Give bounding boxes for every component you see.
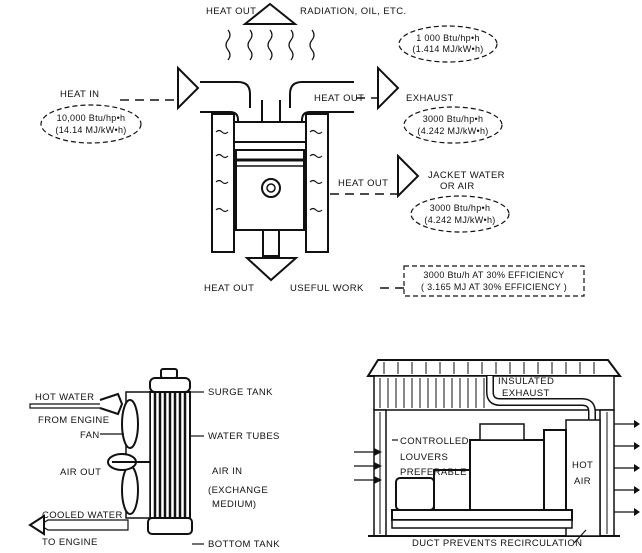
louvers-label: LOUVERS bbox=[400, 452, 448, 463]
heat-in-value-1: 10,000 Btu/hp•h bbox=[57, 113, 126, 123]
radiation-value-ellipse bbox=[398, 25, 498, 63]
jacket-arrow bbox=[397, 153, 420, 199]
work-heat-out-label: HEAT OUT bbox=[204, 283, 254, 294]
jacket-label-2: OR AIR bbox=[440, 181, 475, 192]
heat-in-label: HEAT IN bbox=[60, 89, 99, 100]
generator-set bbox=[391, 423, 573, 529]
useful-work-label: USEFUL WORK bbox=[290, 283, 364, 294]
engine-cylinder bbox=[200, 81, 354, 257]
radiator-diagram: HOT WATER FROM ENGINE FAN AIR OUT COOLED… bbox=[28, 368, 280, 550]
controlled-label: CONTROLLED bbox=[400, 436, 469, 447]
bottom-tank-label: BOTTOM TANK bbox=[208, 539, 280, 548]
radiation-waves bbox=[225, 29, 315, 61]
surge-tank-label: SURGE TANK bbox=[208, 387, 273, 398]
fan-blades bbox=[107, 399, 150, 515]
heat-in-arrow bbox=[177, 65, 200, 111]
exhaust-value-2: (4.242 MJ/kW•h) bbox=[417, 126, 488, 136]
from-engine-label: FROM ENGINE bbox=[38, 415, 109, 426]
radiation-label: RADIATION, OIL, ETC. bbox=[300, 6, 407, 17]
heat-in-value-2: (14.14 MJ/kW•h) bbox=[55, 125, 126, 135]
surge-tank bbox=[149, 377, 191, 393]
jacket-value-ellipse bbox=[410, 195, 510, 233]
jacket-label-1: JACKET WATER bbox=[428, 170, 505, 181]
louver-arrows bbox=[354, 448, 382, 484]
useful-work-arrow bbox=[244, 257, 299, 282]
top-heat-out-label: HEAT OUT bbox=[206, 6, 256, 17]
duct-note-label: DUCT PREVENTS RECIRCULATION bbox=[412, 538, 582, 548]
insulated-label: INSULATED bbox=[498, 376, 554, 387]
hot-air-arrows bbox=[614, 420, 640, 516]
exhaust-pipe-label: EXHAUST bbox=[502, 388, 550, 399]
air-label: AIR bbox=[574, 476, 591, 487]
cooled-water-arrow bbox=[38, 519, 129, 531]
radiator-cap bbox=[160, 368, 178, 379]
heat-in-value-ellipse bbox=[40, 104, 142, 144]
exchange-label-2: MEDIUM) bbox=[212, 499, 257, 510]
efficiency-box bbox=[403, 265, 585, 297]
hot-label: HOT bbox=[572, 460, 593, 471]
to-engine-label: TO ENGINE bbox=[42, 537, 98, 548]
hot-water-label: HOT WATER bbox=[35, 392, 94, 403]
radiation-value-2: (1.414 MJ/kW•h) bbox=[412, 44, 483, 54]
preferable-label: PREFERABLE bbox=[400, 467, 467, 478]
air-in-label: AIR IN bbox=[212, 466, 242, 477]
radiation-value-1: 1 000 Btu/hp•h bbox=[416, 33, 479, 43]
water-tubes-label: WATER TUBES bbox=[208, 431, 280, 442]
exhaust-arrow bbox=[377, 65, 400, 111]
fan-label: FAN bbox=[80, 430, 100, 441]
engine-heat-balance-diagram: HEAT OUT RADIATION, OIL, ETC. 1 000 Btu/… bbox=[40, 2, 585, 297]
jacket-heat-out-label: HEAT OUT bbox=[338, 178, 388, 189]
exhaust-heat-out-label: HEAT OUT bbox=[314, 93, 364, 104]
jacket-value-1: 3000 Btu/hp•h bbox=[430, 203, 491, 213]
radiation-arrow bbox=[242, 2, 298, 25]
engine-enclosure-diagram: INSULATED EXHAUST CONTROLLED LOUVERS PRE… bbox=[354, 359, 640, 549]
cooled-water-label: COOLED WATER bbox=[42, 510, 123, 521]
exhaust-label: EXHAUST bbox=[406, 93, 454, 104]
jacket-value-2: (4.242 MJ/kW•h) bbox=[424, 215, 495, 225]
bottom-tank bbox=[147, 517, 193, 535]
enclosure-roof bbox=[366, 359, 622, 377]
efficiency-line-2: ( 3.165 MJ AT 30% EFFICIENCY ) bbox=[421, 282, 567, 292]
exhaust-value-ellipse bbox=[403, 106, 503, 144]
exhaust-value-1: 3000 Btu/hp•h bbox=[423, 114, 484, 124]
exchange-label-1: (EXCHANGE bbox=[208, 485, 268, 496]
efficiency-line-1: 3000 Btu/h AT 30% EFFICIENCY bbox=[423, 270, 564, 280]
air-out-label: AIR OUT bbox=[60, 467, 101, 478]
